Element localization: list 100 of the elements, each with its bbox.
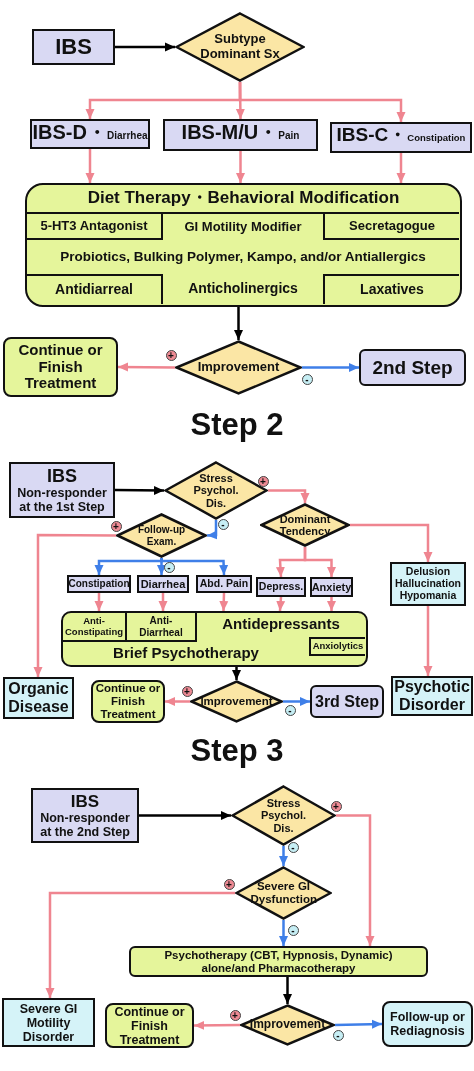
treatment-box [129,946,428,977]
box-label: IBS-M/U・ [181,121,279,144]
arrow [219,592,229,612]
box-label: IBS [47,465,77,487]
arrow [85,149,95,183]
box-label: Depress. [258,581,304,593]
box-label: Continue or Finish Treatment [113,1004,186,1047]
box-label: Diet Therapy・Behavioral Modification [87,188,400,208]
arrow [139,811,231,820]
cell-label: Anti- Constipating [63,615,125,638]
box-label: Non-responder at the 1st Step [16,486,108,515]
arrow [115,42,175,52]
cell-label: Secretagogue [349,218,435,234]
treatment-box [3,337,118,397]
process-box [30,119,150,149]
outcome-box [382,1001,473,1047]
process-box [32,29,115,65]
diamond-label: Dominant Tendency [278,512,332,538]
treatment-box [25,183,462,307]
decision-diamond [260,503,350,547]
arrow [115,485,164,495]
edge-label: - [217,518,229,530]
arrow [232,667,241,680]
process-box [310,685,384,718]
arrow [45,891,235,998]
process-box [163,119,318,151]
box-label: Continue or Finish Treatment [94,682,162,721]
treatment-box [105,1003,194,1048]
arrow [94,558,163,575]
box-label: Organic Disease [7,680,70,716]
cell-label: Laxatives [360,282,424,298]
box-label: IBS [55,34,92,60]
box-label: Diarrhea [140,577,186,591]
edge-label: - [284,704,296,716]
cell-label: Anxiolytics [312,641,364,652]
cell-label: GI Motility Modifier [184,219,302,235]
cell-label: Probiotics, Bulking Polymer, Kampo, and/or Antiallergics [60,249,426,265]
arrow [236,151,245,183]
edge-label: - [332,1029,344,1041]
step-heading: Step 3 [190,733,284,769]
arrow [327,597,336,611]
process-box [359,349,466,386]
edge-label: - [287,924,299,936]
diamond-label: Stress Psychol. Dis. [192,472,240,509]
decision-diamond [164,461,268,520]
table-cell [127,613,197,642]
arrow [165,697,190,706]
arrow [350,523,433,562]
process-box [9,462,115,518]
arrow [302,363,359,372]
decision-diamond [175,12,305,82]
step-heading: Step 2 [190,407,284,443]
arrow [396,153,406,183]
diamond-label: Severe GI Dysfunction [250,880,317,906]
diamond-label: Improvement [197,360,280,375]
diamond-label: Stress Psychol. Dis. [259,797,308,834]
treatment-box [61,611,368,667]
box-label: Diarrhea [106,130,148,142]
table-cell [323,274,459,304]
arrow [238,82,406,122]
box-label: IBS-C・ [336,124,408,146]
arrow [279,846,288,866]
arrow [276,596,286,612]
table-cell [309,637,365,656]
edge-label: + [181,685,193,697]
diamond-label: Improvement [249,1018,326,1032]
box-label: Psychotherapy (CBT, Hypnosis, Dynamic) alone/and Pharmacotherapy [163,948,394,975]
decision-diamond [190,680,283,723]
edge-label: + [223,878,235,890]
edge-label: - [287,841,299,853]
box-label: Psychotic Disorder [393,678,471,714]
box-label: Anxiety [311,580,352,594]
cell-label: Brief Psychotherapy [113,644,259,662]
box-label: IBS [70,792,100,811]
edge-label: + [110,520,122,532]
box-label: Continue or Finish Treatment [17,341,104,393]
box-label: Severe GI Motility Disorder [18,1001,79,1044]
box-label: 3rd Step [315,692,379,711]
cell-label: Anticholinergics [188,281,298,297]
decision-diamond [235,866,332,920]
box-label: IBS-D・ [32,121,107,144]
arrow [234,307,243,340]
box-label: Abd. Pain [199,578,249,590]
box-label: Constipation [68,578,130,590]
arrow [336,814,375,946]
arrow [206,520,218,540]
outcome-box [2,998,95,1047]
edge-label: + [165,349,177,361]
cell-label: Antidepressants [222,616,340,633]
edge-label: - [301,373,313,385]
diamond-label: Subtype Dominant Sx [200,32,280,62]
table-cell [27,274,163,304]
cell-label: 5-HT3 Antagonist [40,218,148,234]
arrow [334,1019,383,1029]
arrow [118,362,175,372]
table-cell [27,212,163,240]
arrow [283,977,292,1004]
decision-diamond [240,1004,335,1046]
arrow [160,558,229,576]
arrow [158,593,168,611]
